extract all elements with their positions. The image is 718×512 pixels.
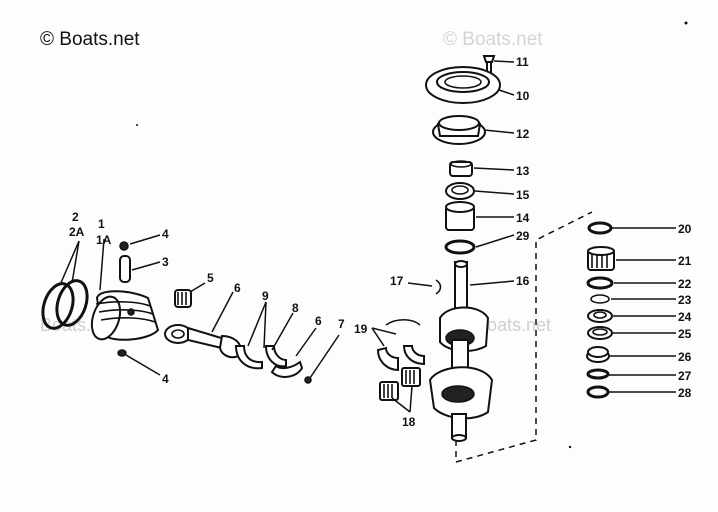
callout-14: 14 xyxy=(516,211,530,225)
callout-16: 16 xyxy=(516,274,530,288)
callout-18: 18 xyxy=(402,415,416,429)
callout-6-left: 6 xyxy=(234,281,241,295)
callout-10: 10 xyxy=(516,89,530,103)
ring-28 xyxy=(586,385,610,399)
callout-2a: 2A xyxy=(69,225,85,239)
bushing-13 xyxy=(449,160,473,177)
rod-screw xyxy=(304,376,312,384)
callout-29: 29 xyxy=(516,229,530,243)
callout-26: 26 xyxy=(678,350,692,364)
ring-27 xyxy=(586,368,610,380)
callout-27: 27 xyxy=(678,369,692,383)
callout-11: 11 xyxy=(516,55,529,69)
seal-15 xyxy=(445,182,475,200)
piston xyxy=(90,290,160,341)
watermark-main: © Boats.net xyxy=(40,29,140,50)
callout-25: 25 xyxy=(678,327,692,341)
bearing-14 xyxy=(445,201,475,231)
callout-19: 19 xyxy=(354,322,368,336)
callout-15: 15 xyxy=(516,188,530,202)
ring-23 xyxy=(590,294,610,304)
connecting-rod xyxy=(164,324,242,359)
watermark-faint: © Boats.net xyxy=(443,29,543,50)
callout-28: 28 xyxy=(678,386,692,400)
watermark-overlay-right: Boats.net xyxy=(475,315,551,335)
o-ring-29 xyxy=(444,239,476,255)
crankshaft-16 xyxy=(428,260,494,442)
callout-17: 17 xyxy=(390,274,404,288)
callout-7: 7 xyxy=(338,317,345,331)
callout-12: 12 xyxy=(516,127,530,141)
callout-2: 2 xyxy=(72,210,79,224)
callout-1a: 1A xyxy=(96,233,112,247)
callout-23: 23 xyxy=(678,293,692,307)
callout-13: 13 xyxy=(516,164,530,178)
callout-1: 1 xyxy=(98,217,105,231)
washer-25 xyxy=(587,326,613,340)
rod-bearing-cage xyxy=(234,345,287,370)
seal-24 xyxy=(587,309,613,323)
retainer-20 xyxy=(587,221,613,235)
callout-24: 24 xyxy=(678,310,692,324)
bearing-21 xyxy=(587,246,615,271)
callout-3: 3 xyxy=(162,255,169,269)
needle-bearing-small xyxy=(174,289,192,308)
callout-4-top: 4 xyxy=(162,227,169,241)
callout-22: 22 xyxy=(678,277,692,291)
seal-housing-10 xyxy=(425,66,501,104)
callout-4-bottom: 4 xyxy=(162,372,169,386)
needle-bearing-18 xyxy=(379,367,421,401)
rod-cap xyxy=(270,360,304,378)
callout-5: 5 xyxy=(207,271,214,285)
key-17 xyxy=(435,279,442,295)
assembly-dashed-line xyxy=(455,211,593,463)
callout-6-right: 6 xyxy=(315,314,322,328)
callout-21: 21 xyxy=(678,254,692,268)
leader-lines xyxy=(59,60,676,413)
callout-20: 20 xyxy=(678,222,692,236)
scan-specks xyxy=(136,21,688,449)
bearing-housing-12 xyxy=(432,115,486,145)
callout-8: 8 xyxy=(292,301,299,315)
callout-9: 9 xyxy=(262,289,269,303)
bearing-half-19 xyxy=(376,345,425,372)
piston-pin-retainer xyxy=(117,241,129,357)
o-ring-22 xyxy=(586,276,614,290)
screw-11 xyxy=(482,55,496,75)
piston-pin xyxy=(119,255,131,283)
retaining-ring-19 xyxy=(385,318,421,326)
piston-rings xyxy=(41,279,89,330)
seal-26 xyxy=(586,346,610,363)
